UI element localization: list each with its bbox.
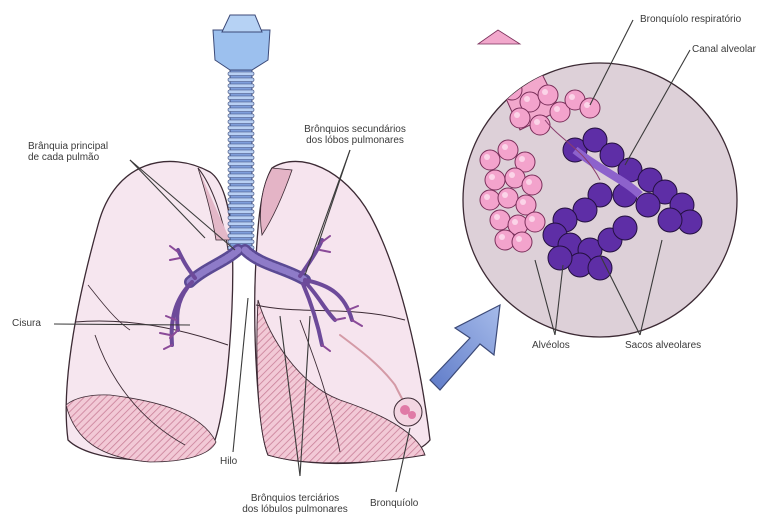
alveolus [490,210,510,230]
label-bronquios-terciarios: Brônquios terciários dos lóbulos pulmona… [220,493,370,515]
alveolus [512,232,532,252]
label-alveolos: Alvéolos [532,340,570,351]
cartilage-ring [228,240,254,244]
cartilage-ring [228,90,254,94]
label-bronquios-secundarios-line1: Brônquios secundários [295,124,415,135]
alveolar-sac [636,193,660,217]
alveolus [580,98,600,118]
label-bronquios-secundarios-line2: dos lóbos pulmonares [295,135,415,146]
alveolus-highlight [584,102,590,108]
alveolus [480,150,500,170]
cartilage-ring [228,222,254,226]
alveolus-highlight [499,234,505,240]
label-bronquiolo-respiratorio: Bronquíolo respiratório [640,14,741,25]
cartilage-ring [228,180,254,184]
alveolar-sac [548,246,572,270]
alveolus [502,80,522,100]
alveolus-highlight [489,174,495,180]
left-lung [66,161,233,462]
cartilage-ring [228,228,254,232]
alveolus-highlight [519,156,525,162]
cartilage-ring [228,186,254,190]
alveolus-highlight [534,119,540,125]
cartilage-ring [228,108,254,112]
cartilage-ring [228,204,254,208]
label-bronquio-principal-line1: Brânquia principal [28,141,108,152]
alveolus-highlight [526,179,532,185]
alveolus [522,175,542,195]
alveolus [510,108,530,128]
cartilage-ring [228,156,254,160]
alveolus-highlight [524,96,530,102]
label-canal-alveolar: Canal alveolar [692,44,756,55]
cartilage-ring [228,174,254,178]
alveolar-sac [613,216,637,240]
alveolus-highlight [542,89,548,95]
zoom-arrow-icon [430,305,500,390]
alveolus-highlight [520,199,526,205]
cartilage-ring [228,72,254,76]
alveoli-magnification [460,30,760,360]
alveolus-highlight [502,192,508,198]
cartilage-ring [228,198,254,202]
alveolus-highlight [514,112,520,118]
alveolus-highlight [484,154,490,160]
cartilage-ring [228,144,254,148]
cartilage-ring [228,192,254,196]
cartilage-ring [228,114,254,118]
cartilage-ring [228,126,254,130]
cartilage-ring [228,168,254,172]
alveolus-highlight [502,144,508,150]
cartilage-ring [228,102,254,106]
cartilage-ring [228,216,254,220]
cartilage-ring [228,234,254,238]
alveolus [525,212,545,232]
alveolus [498,188,518,208]
label-bronquios-terciarios-line2: dos lóbulos pulmonares [220,504,370,515]
cartilage-ring [228,150,254,154]
alveolar-sac [658,208,682,232]
alveolus-highlight [509,172,515,178]
cartilage-ring [228,84,254,88]
alveolus [485,170,505,190]
cartilage-ring [228,132,254,136]
alveolus [480,190,500,210]
alveolus [498,140,518,160]
alveolus-highlight [569,94,575,100]
label-bronquios-terciarios-line1: Brônquios terciários [220,493,370,504]
alveolus-highlight [494,214,500,220]
cartilage-ring [228,120,254,124]
label-bronquio-principal: Brânquia principal de cada pulmão [28,141,108,163]
cartilage-ring [228,138,254,142]
alveolus-highlight [529,216,535,222]
label-bronquios-secundarios: Brônquios secundários dos lóbos pulmonar… [295,124,415,146]
label-bronquiolo: Bronquíolo [370,498,418,509]
alveolus-highlight [484,194,490,200]
cartilage-ring [228,162,254,166]
alveolus-highlight [554,106,560,112]
alveolus [538,85,558,105]
alveolus-highlight [512,219,518,225]
label-sacos-alveolares: Sacos alveolares [625,340,701,351]
cartilage-ring [228,78,254,82]
label-hilo: Hilo [220,456,237,467]
alveolar-sac [588,256,612,280]
label-bronquio-principal-line2: de cada pulmão [28,152,108,163]
cartilage-ring [228,210,254,214]
alveolus-highlight [506,84,512,90]
alveolus [530,115,550,135]
cartilage-ring [228,96,254,100]
alveolus-highlight [516,236,522,242]
label-cisura: Cisura [12,318,41,329]
